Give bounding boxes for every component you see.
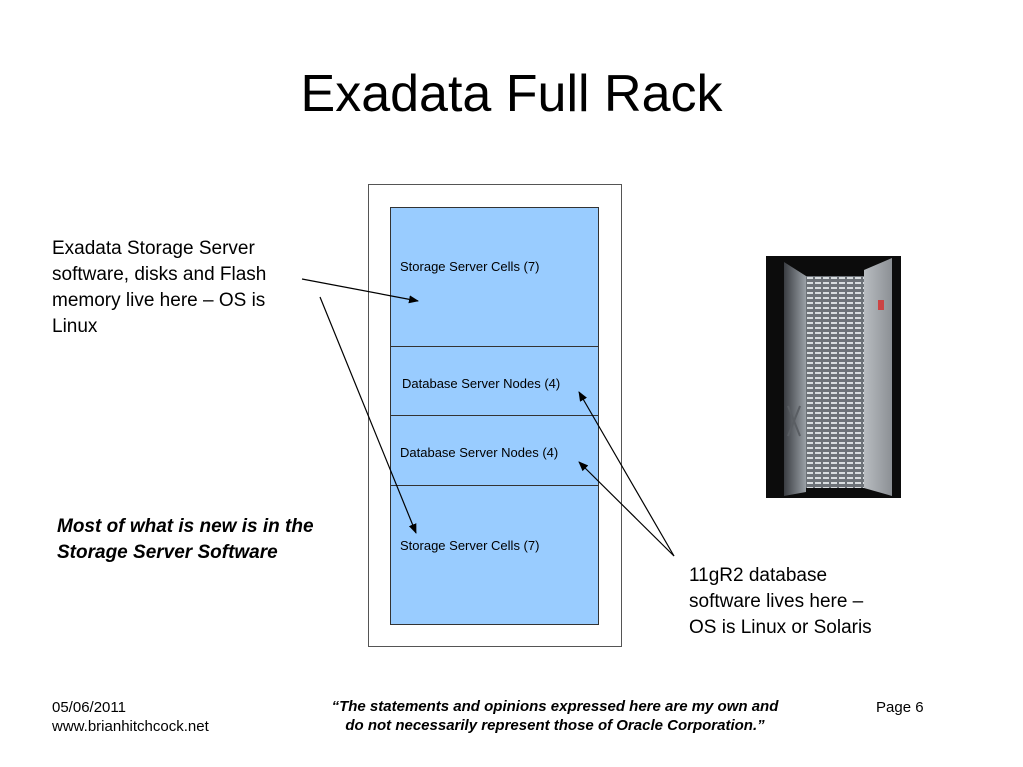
footer-date: 05/06/2011 <box>52 699 126 716</box>
footer-left: 05/06/2011 www.brianhitchcock.net <box>52 698 209 736</box>
storage-callout: Exadata Storage Server software, disks a… <box>52 238 267 337</box>
rack-segment-label: Storage Server Cells (7) <box>400 538 540 553</box>
rack-segment-label: Database Server Nodes (4) <box>402 376 561 391</box>
rack-segment-label: Database Server Nodes (4) <box>400 445 559 460</box>
highlight-note: Most of what is new is in the Storage Se… <box>57 516 314 563</box>
rack-segment-db-bottom: Database Server Nodes (4) <box>390 415 599 486</box>
arrow-to-storage-bottom <box>319 296 417 534</box>
arrow-to-storage-top <box>301 278 419 304</box>
rack-segment-db-top: Database Server Nodes (4) <box>390 346 599 416</box>
rack-segment-storage-bottom: Storage Server Cells (7) <box>390 485 599 625</box>
disclaimer-line-1: “The statements and opinions expressed h… <box>331 698 779 715</box>
server-rack-photo <box>766 256 901 498</box>
footer-site: www.brianhitchcock.net <box>52 718 209 735</box>
disclaimer-line-2: do not necessarily represent those of Or… <box>345 717 765 734</box>
database-callout: 11gR2 database software lives here – OS … <box>689 565 872 638</box>
page-number: Page 6 <box>876 699 924 716</box>
slide-title: Exadata Full Rack <box>300 65 723 123</box>
arrow-to-db-top <box>578 391 675 557</box>
footer-disclaimer: “The statements and opinions expressed h… <box>270 697 840 735</box>
rack-segment-label: Storage Server Cells (7) <box>400 259 540 274</box>
arrow-to-db-bottom <box>578 461 675 557</box>
